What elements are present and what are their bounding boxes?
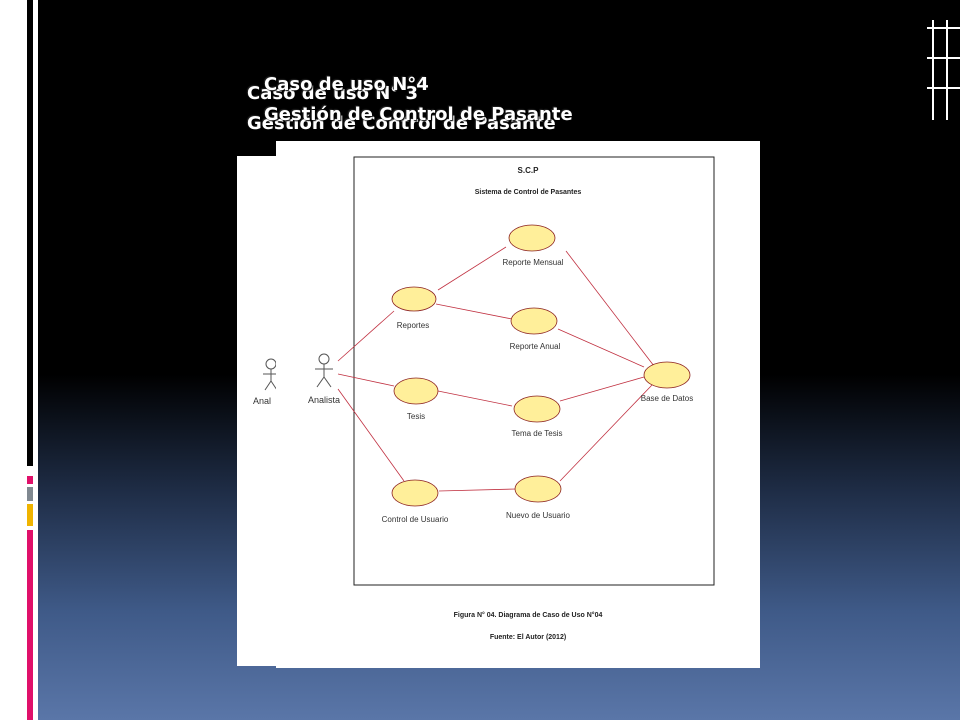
line-reportes-anual <box>435 303 513 320</box>
line-anual-base <box>557 328 645 368</box>
use-case-nuevo-usuario <box>514 475 562 503</box>
back-actor-figure: Anal <box>253 358 278 406</box>
grid-decoration-icon <box>925 10 960 120</box>
figure-source: Fuente: El Autor (2012) <box>490 634 566 641</box>
use-case-diagram: S.C.P Sistema de Control de Pasantes Ana… <box>308 156 715 641</box>
label-reporte-mensual: Reporte Mensual <box>503 258 564 267</box>
line-nuevo-base <box>559 384 653 482</box>
use-case-tema-tesis <box>513 395 561 423</box>
accent-bar-yellow <box>27 504 33 526</box>
back-slide-subtitle: Gestión de Control de Pasante <box>247 113 556 134</box>
use-case-base-datos <box>643 361 691 389</box>
use-case-reportes <box>391 286 437 312</box>
line-analista-tesis <box>337 373 395 387</box>
label-reportes: Reportes <box>397 321 429 330</box>
system-name: Sistema de Control de Pasantes <box>475 189 582 196</box>
association-lines <box>337 246 655 492</box>
label-base-datos: Base de Datos <box>641 394 693 403</box>
line-mensual-base <box>565 250 655 367</box>
use-case-reporte-mensual <box>508 224 556 252</box>
line-analista-control <box>337 388 405 482</box>
label-reporte-anual: Reporte Anual <box>510 342 561 351</box>
use-case-reporte-anual <box>510 307 558 335</box>
system-abbrev: S.C.P <box>518 166 540 175</box>
back-slide-title: Caso de uso N° 3 <box>247 83 419 104</box>
line-analista-reportes <box>337 310 395 362</box>
accent-bar-top <box>27 0 33 466</box>
use-case-control-usuario <box>391 479 439 507</box>
back-actor-label: Anal <box>253 396 271 406</box>
line-tema-base <box>559 376 645 402</box>
slide-title: Caso de uso N°4 <box>264 74 429 95</box>
line-tesis-tema <box>437 390 513 407</box>
line-control-nuevo <box>438 488 517 492</box>
actor-analista-figure <box>315 353 333 388</box>
label-control-usuario: Control de Usuario <box>382 515 449 524</box>
figure-caption: Figura N° 04. Diagrama de Caso de Uso N°… <box>454 611 603 619</box>
slide-subtitle: Gestión de Control de Pasante <box>264 104 573 125</box>
actor-analista-label: Analista <box>308 395 340 405</box>
line-reportes-mensual <box>437 246 507 291</box>
use-case-diagram-image: S.C.P Sistema de Control de Pasantes Ana… <box>276 141 760 668</box>
accent-bar-magenta-1 <box>27 476 33 484</box>
label-nuevo-usuario: Nuevo de Usuario <box>506 511 571 520</box>
label-tema-tesis: Tema de Tesis <box>512 429 563 438</box>
accent-bar-magenta-2 <box>27 530 33 720</box>
back-slide-image: Anal <box>237 156 278 666</box>
use-case-tesis <box>393 377 439 405</box>
accent-bar-gray <box>27 487 33 501</box>
label-tesis: Tesis <box>407 412 425 421</box>
